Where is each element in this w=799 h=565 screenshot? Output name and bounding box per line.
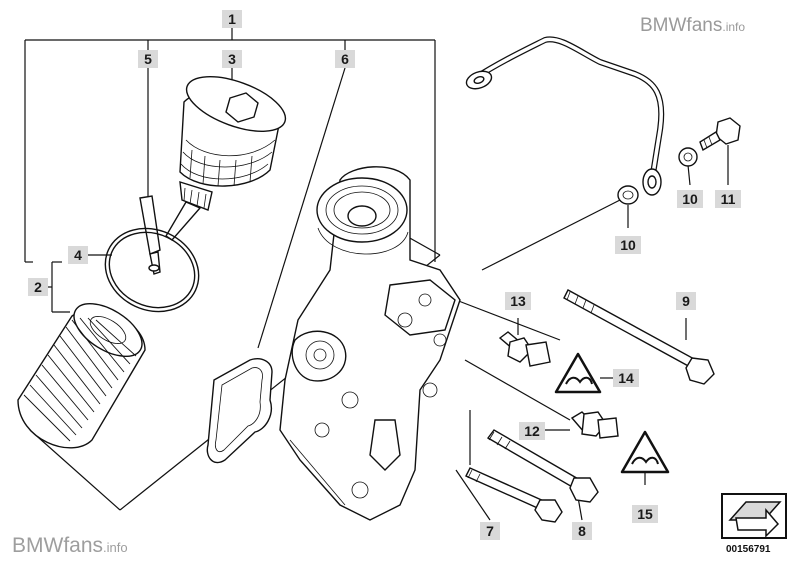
svg-text:7: 7 (486, 523, 494, 539)
svg-text:14: 14 (618, 370, 634, 386)
group-bracket-1 (24, 28, 436, 263)
warning-icon-14 (554, 352, 602, 394)
svg-text:9: 9 (682, 293, 690, 309)
svg-text:2: 2 (34, 279, 42, 295)
washer-10a (617, 185, 639, 205)
callout-15: 15 (632, 505, 658, 523)
svg-text:3: 3 (228, 51, 236, 67)
oil-filter-housing (279, 166, 461, 521)
warning-icon-15 (620, 430, 670, 474)
o-ring-4 (104, 227, 200, 313)
banjo-bolt (699, 117, 741, 152)
view-direction-icon: 00156791 (721, 493, 787, 555)
bolt-7 (465, 467, 563, 523)
callout-9: 9 (676, 292, 696, 310)
washer-10b (678, 147, 698, 167)
svg-text:8: 8 (578, 523, 586, 539)
svg-text:10: 10 (682, 191, 698, 207)
svg-text:11: 11 (721, 191, 736, 207)
callout-6: 6 (335, 50, 355, 68)
callout-1: 1 (222, 10, 242, 28)
callout-14: 14 (613, 369, 639, 387)
callout-4: 4 (68, 246, 88, 264)
callout-3: 3 (222, 50, 242, 68)
bolt-9 (563, 289, 715, 385)
watermark-top: BMWfans.info (640, 15, 745, 36)
callout-12: 12 (519, 422, 545, 440)
svg-text:1: 1 (228, 11, 236, 27)
gasket (206, 358, 273, 464)
drain-rod (139, 195, 161, 275)
oil-pipe (465, 36, 665, 196)
callout-13: 13 (505, 292, 531, 310)
callout-10a: 10 (615, 236, 641, 254)
svg-text:4: 4 (74, 247, 82, 263)
svg-text:10: 10 (620, 237, 636, 253)
oil-filter-cap (165, 76, 287, 241)
callout-5: 5 (138, 50, 158, 68)
svg-text:13: 13 (510, 293, 526, 309)
watermark-bottom: BMWfans.info (12, 534, 128, 557)
callout-11: 11 (715, 190, 741, 208)
svg-text:12: 12 (524, 423, 540, 439)
callout-7: 7 (480, 522, 500, 540)
bolt-8 (486, 429, 599, 503)
sensor-12 (570, 411, 619, 439)
callout-2: 2 (28, 278, 48, 296)
svg-text:6: 6 (341, 51, 349, 67)
callout-10b: 10 (677, 190, 703, 208)
group-bracket-2 (38, 261, 70, 313)
diagram-id: 00156791 (726, 544, 771, 555)
callout-8: 8 (572, 522, 592, 540)
svg-text:5: 5 (144, 51, 152, 67)
sensor-13 (498, 331, 551, 367)
svg-text:15: 15 (637, 506, 653, 522)
filter-element (17, 302, 146, 449)
